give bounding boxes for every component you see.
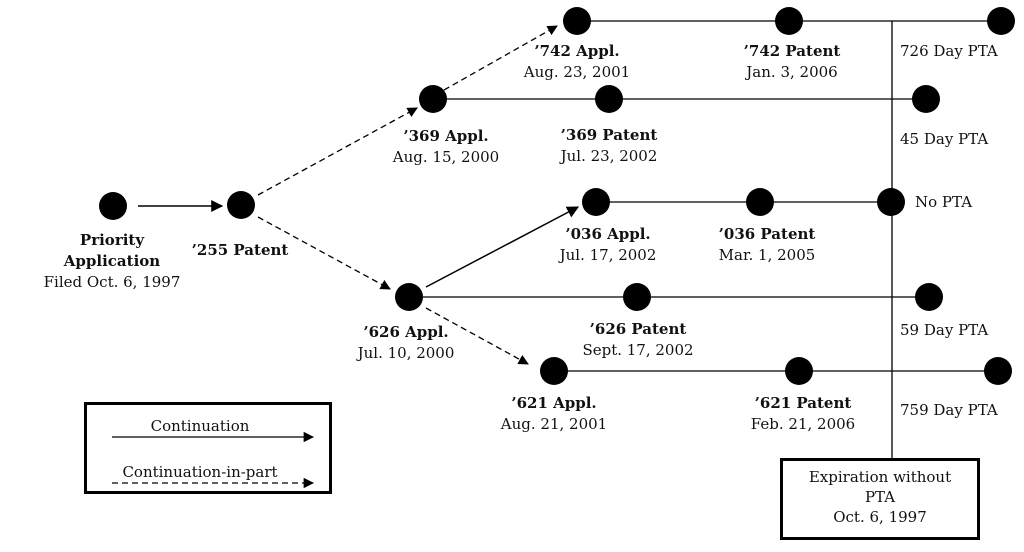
node-priority [99, 192, 127, 220]
p036-date: Mar. 1, 2005 [718, 246, 816, 264]
node-626-appl [395, 283, 423, 311]
edge-255-626 [257, 216, 391, 290]
expiration-line3: Oct. 6, 1997 [833, 508, 927, 526]
label-255: ’255 Patent [192, 240, 289, 261]
edge-255-369 [257, 107, 418, 196]
label-036-appl: ’036 Appl. Jul. 17, 2002 [560, 224, 657, 266]
p626-date: Sept. 17, 2002 [582, 341, 694, 359]
a621-title: ’621 Appl. [511, 394, 597, 412]
label-369-appl: ’369 Appl. Aug. 15, 2000 [393, 126, 499, 168]
node-621-patent [785, 357, 813, 385]
expiration-line2: PTA [864, 488, 896, 506]
node-626-end [915, 283, 943, 311]
legend-continuation-label: Continuation [150, 417, 250, 435]
pta-036: No PTA [915, 193, 973, 211]
node-036-end [877, 188, 905, 216]
expiration-box: Expiration without PTA Oct. 6, 1997 [780, 458, 980, 540]
expiration-line1: Expiration without [808, 468, 952, 486]
node-742-appl [563, 7, 591, 35]
a369-title: ’369 Appl. [403, 127, 489, 145]
label-742-appl: ’742 Appl. Aug. 23, 2001 [524, 41, 630, 83]
pta-626: 59 Day PTA [900, 321, 989, 339]
p369-date: Jul. 23, 2002 [560, 147, 658, 165]
priority-date: Filed Oct. 6, 1997 [43, 273, 181, 291]
node-369-end [912, 85, 940, 113]
label-626-patent: ’626 Patent Sept. 17, 2002 [582, 319, 693, 361]
a626-date: Jul. 10, 2000 [357, 344, 455, 362]
a036-title: ’036 Appl. [565, 225, 651, 243]
node-742-end [987, 7, 1015, 35]
node-036-appl [582, 188, 610, 216]
label-626-appl: ’626 Appl. Jul. 10, 2000 [358, 322, 455, 364]
pta-621: 759 Day PTA [900, 401, 998, 419]
a369-date: Aug. 15, 2000 [392, 148, 500, 166]
a626-title: ’626 Appl. [363, 323, 449, 341]
node-621-end [984, 357, 1012, 385]
label-621-appl: ’621 Appl. Aug. 21, 2001 [501, 393, 607, 435]
a036-date: Jul. 17, 2002 [559, 246, 657, 264]
a742-title: ’742 Appl. [534, 42, 620, 60]
p621-date: Feb. 21, 2006 [750, 415, 856, 433]
node-369-appl [419, 85, 447, 113]
priority-title: Priority [79, 231, 145, 249]
label-priority: Priority Application Filed Oct. 6, 1997 [44, 230, 181, 293]
p369-title: ’369 Patent [560, 126, 658, 144]
legend-box: Continuation Continuation-in-part [84, 402, 332, 494]
pta-369: 45 Day PTA [900, 130, 989, 148]
p626-title: ’626 Patent [589, 320, 687, 338]
p255-title: ’255 Patent [191, 241, 289, 259]
a742-date: Aug. 23, 2001 [523, 63, 631, 81]
edge-626-036 [425, 206, 580, 288]
pta-742: 726 Day PTA [900, 42, 998, 60]
p036-title: ’036 Patent [718, 225, 816, 243]
node-036-patent [746, 188, 774, 216]
label-036-patent: ’036 Patent Mar. 1, 2005 [719, 224, 816, 266]
p742-date: Jan. 3, 2006 [746, 63, 838, 81]
p742-title: ’742 Patent [743, 42, 841, 60]
label-621-patent: ’621 Patent Feb. 21, 2006 [751, 393, 855, 435]
edge-369-742 [443, 25, 558, 91]
p621-title: ’621 Patent [754, 394, 852, 412]
priority-title2: Application [63, 252, 161, 270]
a621-date: Aug. 21, 2001 [500, 415, 608, 433]
label-369-patent: ’369 Patent Jul. 23, 2002 [561, 125, 658, 167]
node-742-patent [775, 7, 803, 35]
node-621-appl [540, 357, 568, 385]
node-255 [227, 191, 255, 219]
label-742-patent: ’742 Patent Jan. 3, 2006 [744, 41, 841, 83]
node-369-patent [595, 85, 623, 113]
legend-cip-label: Continuation-in-part [122, 463, 278, 481]
node-626-patent [623, 283, 651, 311]
